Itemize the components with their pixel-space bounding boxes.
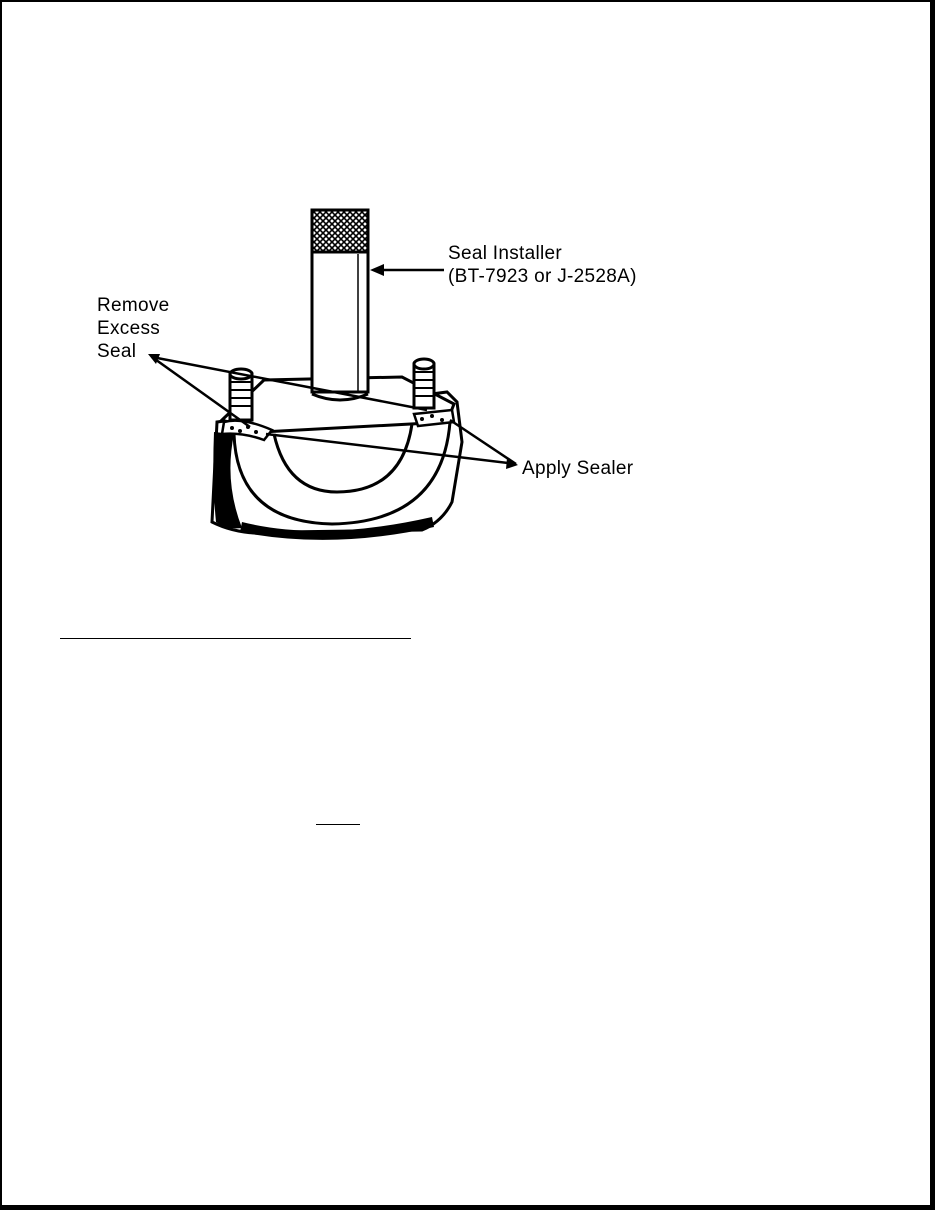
remove-excess-seal-label: Remove Excess Seal bbox=[97, 295, 170, 362]
apply-sealer-label: Apply Sealer bbox=[522, 458, 634, 479]
cap-inner-arc bbox=[272, 423, 414, 494]
seal-installer-tool bbox=[310, 208, 370, 402]
horizontal-rule bbox=[60, 638, 411, 639]
cap-bearing-bore bbox=[232, 421, 452, 526]
apply-sealer-leaders bbox=[265, 418, 518, 469]
seal-installer-leader bbox=[370, 264, 444, 276]
right-stud bbox=[412, 357, 436, 410]
short-underline bbox=[316, 824, 360, 825]
right-seal-dots bbox=[420, 414, 444, 422]
seal-installation-diagram bbox=[148, 208, 518, 540]
seal-installer-label: Seal Installer (BT-7923 or J-2528A) bbox=[448, 243, 637, 287]
cap-shadow-left bbox=[213, 432, 242, 529]
remove-excess-seal-leaders bbox=[148, 354, 428, 429]
cap-shadow-bottom bbox=[240, 517, 434, 540]
right-seal-bead bbox=[412, 408, 456, 428]
